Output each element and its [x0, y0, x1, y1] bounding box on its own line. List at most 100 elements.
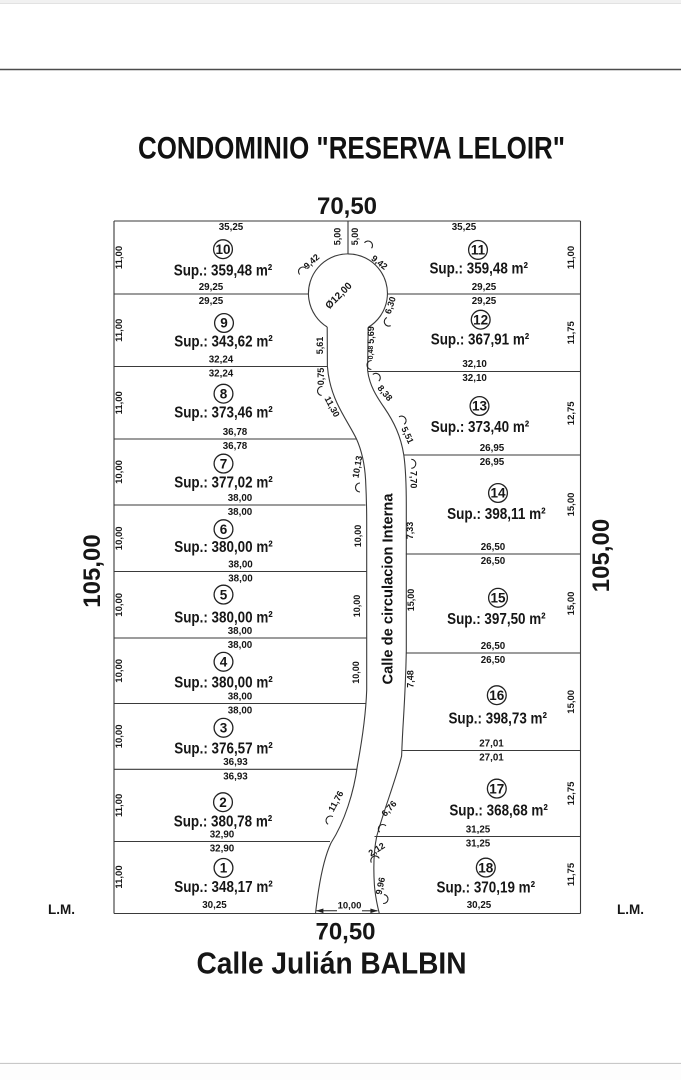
svg-text:70,50: 70,50 [315, 919, 375, 946]
svg-text:Sup.: 380,00 m²: Sup.: 380,00 m² [174, 610, 273, 627]
svg-text:Sup.: 367,91 m²: Sup.: 367,91 m² [431, 331, 530, 348]
svg-text:17: 17 [489, 781, 504, 796]
svg-text:10,00: 10,00 [114, 725, 125, 749]
svg-text:9,96: 9,96 [374, 876, 387, 895]
svg-text:5: 5 [220, 587, 228, 602]
svg-text:5,69: 5,69 [366, 326, 376, 344]
svg-text:7: 7 [220, 456, 228, 471]
svg-text:27,01: 27,01 [479, 738, 504, 749]
svg-text:6: 6 [220, 522, 228, 537]
svg-text:32,90: 32,90 [210, 844, 235, 855]
svg-text:Sup.: 377,02 m²: Sup.: 377,02 m² [174, 474, 273, 491]
svg-text:105,00: 105,00 [79, 534, 106, 607]
svg-text:0,48: 0,48 [368, 346, 375, 360]
svg-text:32,10: 32,10 [462, 359, 487, 370]
svg-text:16: 16 [489, 688, 505, 703]
svg-text:105,00: 105,00 [588, 519, 615, 592]
svg-text:10,00: 10,00 [338, 900, 362, 911]
svg-text:4: 4 [220, 655, 228, 670]
svg-text:38,00: 38,00 [228, 626, 253, 637]
svg-text:38,00: 38,00 [228, 507, 253, 518]
svg-text:Sup.: 348,17 m²: Sup.: 348,17 m² [174, 879, 273, 896]
svg-text:13: 13 [472, 399, 488, 414]
svg-text:CONDOMINIO "RESERVA LELOIR": CONDOMINIO "RESERVA LELOIR" [138, 130, 565, 166]
svg-text:3: 3 [220, 721, 228, 736]
svg-text:35,25: 35,25 [219, 222, 244, 233]
svg-text:Calle de circulacion Interna: Calle de circulacion Interna [380, 493, 397, 685]
svg-text:30,25: 30,25 [202, 900, 227, 911]
svg-text:12,75: 12,75 [566, 401, 577, 425]
svg-text:29,25: 29,25 [199, 282, 224, 293]
svg-text:36,78: 36,78 [223, 441, 248, 452]
svg-text:26,95: 26,95 [480, 457, 505, 468]
svg-text:10,00: 10,00 [114, 659, 125, 683]
svg-text:L.M.: L.M. [48, 902, 75, 917]
svg-text:Sup.: 380,00 m²: Sup.: 380,00 m² [174, 539, 273, 556]
svg-text:Sup.: 359,48 m²: Sup.: 359,48 m² [174, 262, 273, 279]
svg-text:15,00: 15,00 [566, 493, 577, 517]
svg-text:38,00: 38,00 [228, 691, 253, 702]
svg-text:Sup.: 397,50 m²: Sup.: 397,50 m² [447, 611, 546, 628]
svg-text:36,93: 36,93 [223, 757, 248, 768]
svg-text:32,90: 32,90 [210, 829, 235, 840]
svg-text:L.M.: L.M. [617, 902, 644, 917]
svg-text:32,24: 32,24 [209, 354, 234, 365]
svg-text:Sup.: 359,48 m²: Sup.: 359,48 m² [429, 261, 528, 278]
svg-text:5,00: 5,00 [332, 228, 342, 246]
svg-text:12: 12 [473, 312, 488, 327]
svg-text:10,13: 10,13 [351, 455, 365, 479]
svg-text:11,00: 11,00 [114, 865, 125, 888]
svg-text:38,00: 38,00 [228, 706, 253, 717]
svg-text:31,25: 31,25 [466, 839, 491, 850]
svg-text:29,25: 29,25 [472, 296, 497, 307]
svg-text:2: 2 [219, 795, 227, 810]
svg-text:38,00: 38,00 [228, 493, 253, 504]
svg-text:70,50: 70,50 [317, 193, 377, 220]
svg-text:11,00: 11,00 [114, 319, 125, 342]
svg-text:38,00: 38,00 [228, 640, 253, 651]
svg-text:26,50: 26,50 [481, 556, 506, 567]
svg-text:10,00: 10,00 [114, 526, 125, 550]
svg-text:26,50: 26,50 [481, 542, 506, 553]
svg-text:1: 1 [220, 861, 228, 876]
svg-text:Sup.: 380,78 m²: Sup.: 380,78 m² [174, 814, 273, 831]
svg-text:29,25: 29,25 [199, 296, 224, 307]
svg-text:38,00: 38,00 [228, 559, 253, 570]
svg-text:Sup.: 343,62 m²: Sup.: 343,62 m² [174, 334, 273, 351]
svg-text:15: 15 [490, 591, 506, 606]
svg-text:29,25: 29,25 [472, 282, 497, 293]
svg-text:Sup.: 373,46 m²: Sup.: 373,46 m² [174, 404, 273, 421]
svg-text:26,50: 26,50 [481, 641, 506, 652]
svg-text:14: 14 [490, 486, 506, 501]
svg-text:27,01: 27,01 [479, 753, 504, 764]
svg-text:36,93: 36,93 [223, 772, 248, 783]
svg-text:15,00: 15,00 [566, 690, 577, 714]
svg-text:18: 18 [478, 860, 494, 875]
svg-text:7,33: 7,33 [405, 522, 415, 540]
svg-text:10,00: 10,00 [352, 595, 362, 618]
svg-text:30,25: 30,25 [467, 900, 492, 911]
svg-text:7,70: 7,70 [408, 471, 418, 489]
svg-text:15,00: 15,00 [406, 589, 416, 612]
svg-text:9: 9 [220, 316, 228, 331]
svg-text:11,75: 11,75 [566, 320, 577, 344]
svg-text:11,00: 11,00 [114, 391, 125, 414]
svg-text:11,00: 11,00 [566, 246, 577, 269]
svg-text:11,75: 11,75 [566, 862, 577, 886]
svg-text:15,00: 15,00 [566, 592, 577, 616]
svg-text:36,78: 36,78 [223, 427, 248, 438]
svg-text:Sup.: 376,57 m²: Sup.: 376,57 m² [174, 740, 273, 757]
svg-text:7,48: 7,48 [405, 670, 415, 688]
svg-text:38,00: 38,00 [228, 574, 253, 585]
svg-text:0,75: 0,75 [316, 368, 326, 386]
svg-text:32,24: 32,24 [209, 369, 234, 380]
svg-text:Sup.: 370,19 m²: Sup.: 370,19 m² [437, 880, 536, 897]
svg-text:8: 8 [220, 386, 228, 401]
svg-text:10: 10 [215, 242, 230, 257]
svg-text:Sup.: 380,00 m²: Sup.: 380,00 m² [174, 675, 273, 692]
svg-text:10,00: 10,00 [351, 661, 361, 684]
svg-text:11: 11 [471, 243, 486, 258]
svg-text:35,25: 35,25 [452, 222, 477, 233]
svg-text:11,00: 11,00 [114, 794, 125, 817]
svg-text:10,00: 10,00 [114, 460, 125, 484]
